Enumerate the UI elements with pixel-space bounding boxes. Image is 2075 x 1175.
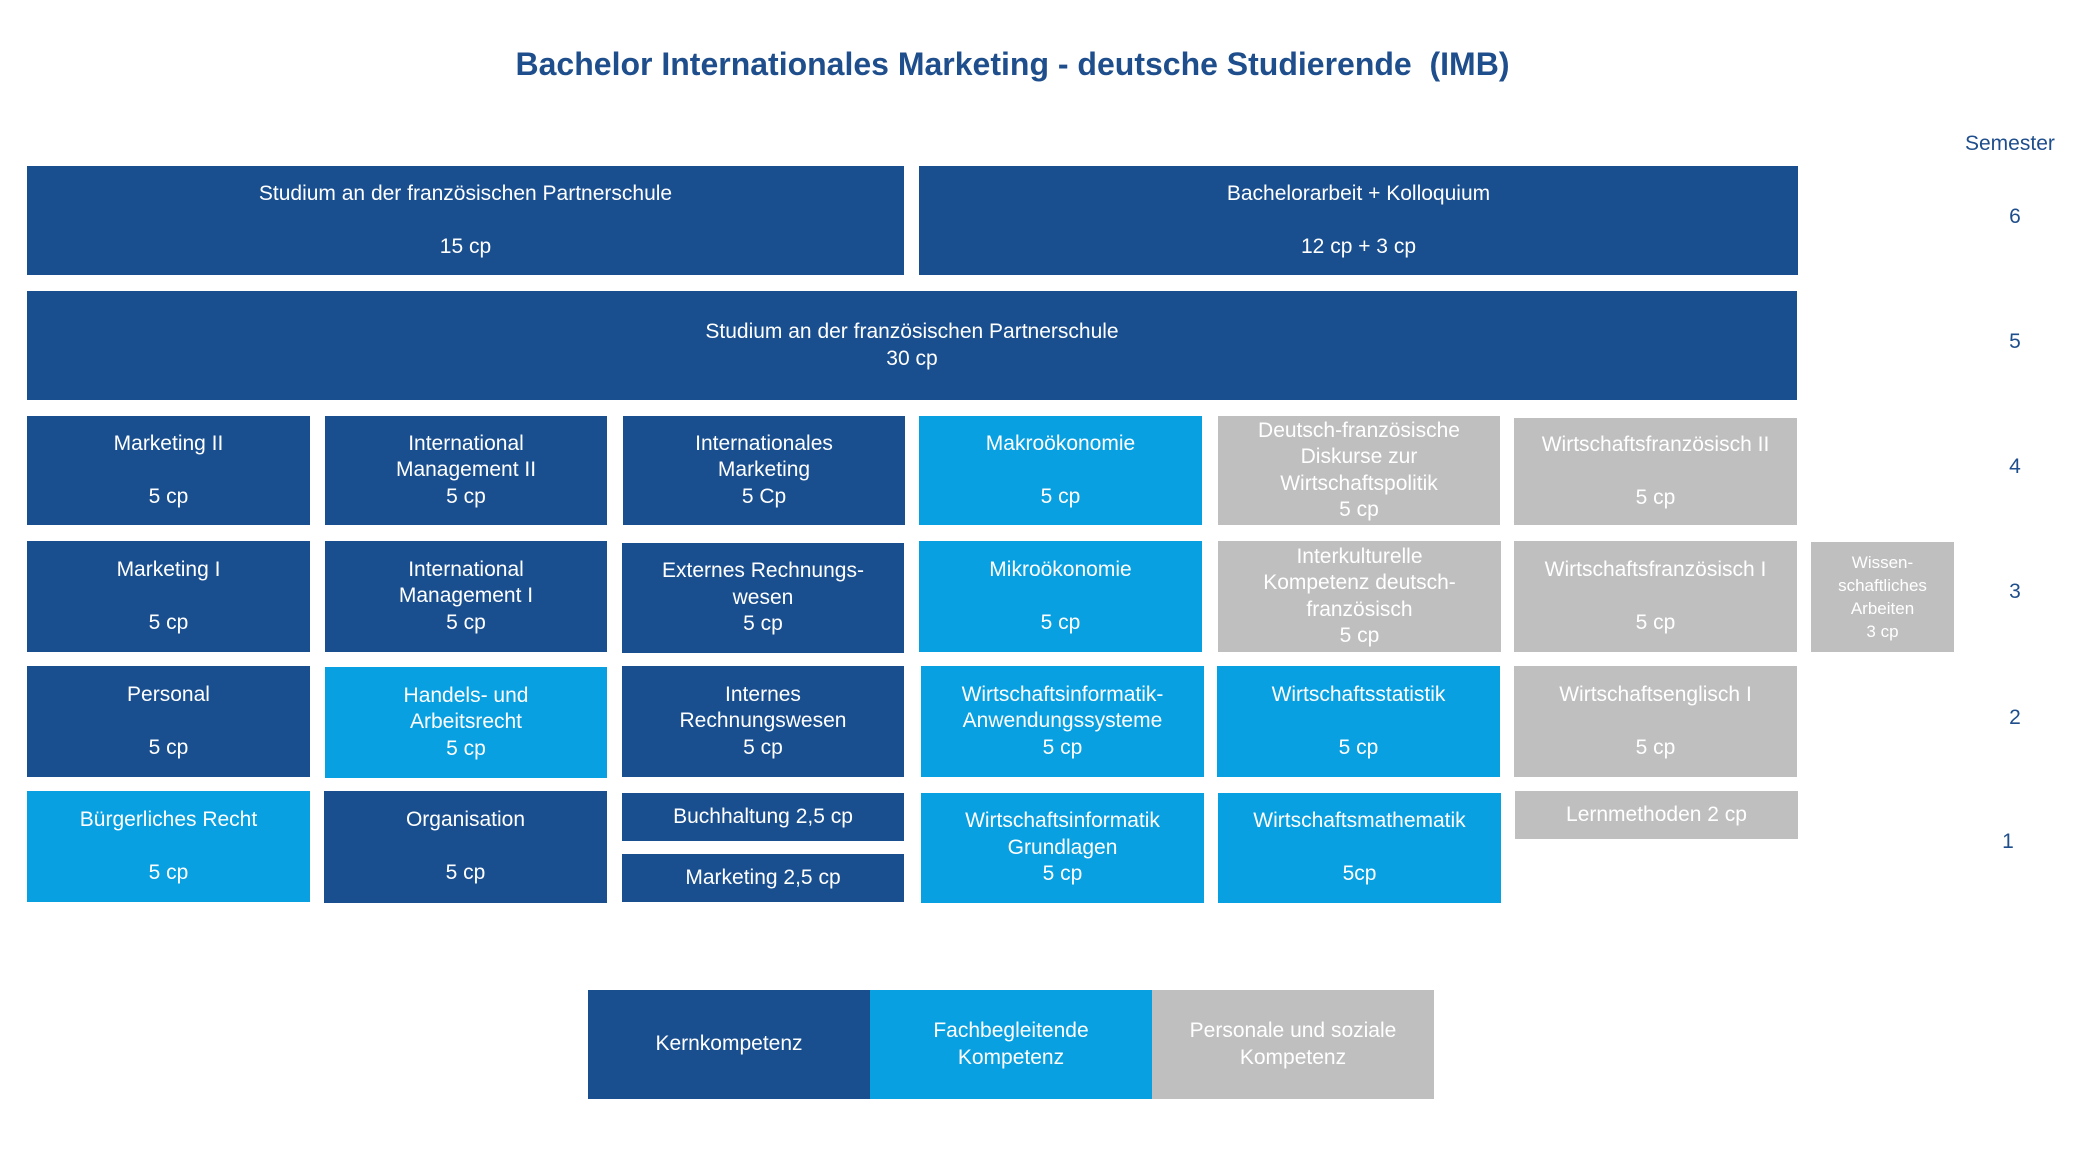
semester-number: 6: [2009, 205, 2021, 228]
module-handels-arbeitsrecht: Handels- und Arbeitsrecht 5 cp: [325, 667, 607, 778]
semester-number: 1: [2002, 830, 2014, 853]
module-marketing-grundlagen: Marketing 2,5 cp: [622, 854, 904, 902]
semester-number: 2: [2009, 706, 2021, 729]
module-mikrooekonomie: Mikroökonomie 5 cp: [919, 541, 1202, 652]
module-bachelorarbeit: Bachelorarbeit + Kolloquium 12 cp + 3 cp: [919, 166, 1798, 275]
semester-number: 3: [2009, 580, 2021, 603]
module-wissenschaftliches-arbeiten: Wissen- schaftliches Arbeiten 3 cp: [1811, 542, 1954, 652]
module-diskurse-wirtschaftspolitik: Deutsch-französische Diskurse zur Wirtsc…: [1218, 416, 1500, 525]
module-wirtschaftsfranzoesisch-1: Wirtschaftsfranzösisch I 5 cp: [1514, 541, 1797, 652]
semester-number: 5: [2009, 330, 2021, 353]
module-organisation: Organisation 5 cp: [324, 791, 607, 903]
module-externes-rechnungswesen: Externes Rechnungs- wesen 5 cp: [622, 543, 904, 653]
module-partnerschule-s5: Studium an der französischen Partnerschu…: [27, 291, 1797, 400]
legend-fachbegleitende-kompetenz: Fachbegleitende Kompetenz: [870, 990, 1152, 1099]
module-lernmethoden: Lernmethoden 2 cp: [1515, 791, 1798, 839]
module-wirtschaftsinformatik-grundlagen: Wirtschaftsinformatik Grundlagen 5 cp: [921, 793, 1204, 903]
module-makrooekonomie: Makroökonomie 5 cp: [919, 416, 1202, 525]
legend-kernkompetenz: Kernkompetenz: [588, 990, 870, 1099]
legend-personale-soziale-kompetenz: Personale und soziale Kompetenz: [1152, 990, 1434, 1099]
module-marketing-1: Marketing I 5 cp: [27, 541, 310, 652]
module-wirtschaftsinformatik-anwendungssysteme: Wirtschaftsinformatik- Anwendungssysteme…: [921, 666, 1204, 777]
module-international-management-1: International Management I 5 cp: [325, 541, 607, 652]
module-buchhaltung: Buchhaltung 2,5 cp: [622, 793, 904, 841]
module-international-management-2: International Management II 5 cp: [325, 416, 607, 525]
module-buergerliches-recht: Bürgerliches Recht 5 cp: [27, 791, 310, 902]
module-wirtschaftsenglisch-1: Wirtschaftsenglisch I 5 cp: [1514, 666, 1797, 777]
module-wirtschaftsfranzoesisch-2: Wirtschaftsfranzösisch II 5 cp: [1514, 418, 1797, 525]
module-interkulturelle-kompetenz: Interkulturelle Kompetenz deutsch- franz…: [1218, 541, 1501, 652]
module-internationales-marketing: Internationales Marketing 5 Cp: [623, 416, 905, 525]
semester-number: 4: [2009, 455, 2021, 478]
module-wirtschaftsmathematik: Wirtschaftsmathematik 5cp: [1218, 793, 1501, 903]
module-wirtschaftsstatistik: Wirtschaftsstatistik 5 cp: [1217, 666, 1500, 777]
module-marketing-2: Marketing II 5 cp: [27, 416, 310, 525]
module-partnerschule-s6: Studium an der französischen Partnerschu…: [27, 166, 904, 275]
module-personal: Personal 5 cp: [27, 666, 310, 777]
module-internes-rechnungswesen: Internes Rechnungswesen 5 cp: [622, 666, 904, 777]
semester-header: Semester: [1965, 132, 2055, 155]
page-title: Bachelor Internationales Marketing - deu…: [515, 46, 1510, 82]
